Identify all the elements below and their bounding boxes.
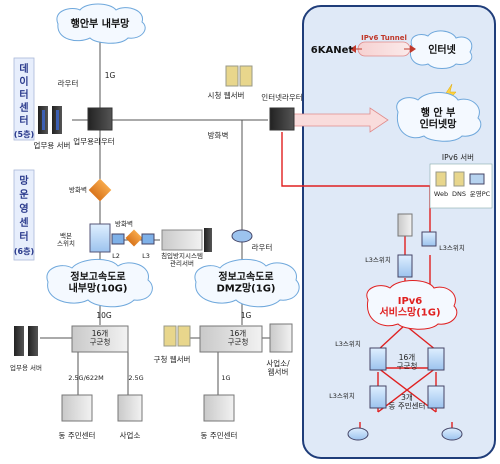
office-webserver-rack <box>269 323 293 353</box>
network-center-label-char: 운 <box>19 189 28 201</box>
internet-link-arrow <box>291 107 389 133</box>
l3-switch-left <box>141 233 155 245</box>
label-l3-switch-a: L3스위치 <box>439 243 465 252</box>
label-city-webserver: 시청 웹서버 <box>208 90 245 100</box>
label-l3: L3 <box>142 252 150 260</box>
label-g1-mid: 1G <box>241 311 252 320</box>
label-business-server-bottom: 업무용 서버 <box>10 363 42 372</box>
data-center-label-char: 터 <box>19 114 28 127</box>
router-mid <box>231 229 253 243</box>
business-servers-bottom <box>14 326 38 356</box>
network-center-label-char: (6층) <box>14 246 34 256</box>
label-dong-center-left: 동 주민센터 <box>59 430 96 440</box>
label-router-top: 라우터 <box>58 79 79 88</box>
l2-switch <box>111 233 125 245</box>
buildings <box>61 394 235 422</box>
label-firewall-center: 방화벽 <box>208 130 229 140</box>
cloud-internet-label: 인터넷 <box>428 43 456 56</box>
label-firewall-mid: 방화벽 <box>115 219 133 228</box>
label-web: Web <box>434 190 448 198</box>
firewall-left <box>88 178 112 202</box>
district-webservers <box>163 325 191 347</box>
label-ipv6-server: IPv6 서버 <box>442 152 474 162</box>
label-link-2-5g: 2.5G <box>128 374 143 382</box>
label-internet-router: 인터넷라우터 <box>261 92 302 102</box>
dong-switch-b <box>441 427 463 441</box>
label-l3-switch-d: L3스위치 <box>329 391 355 400</box>
data-center-label-char: 센 <box>19 101 28 114</box>
label-dns: DNS <box>452 190 466 198</box>
data-center-label-char: 데 <box>19 62 28 75</box>
label-district-webserver: 구청 웹서버 <box>154 354 191 364</box>
data-center-label-char: 터 <box>19 88 28 101</box>
label-l2: L2 <box>112 252 120 260</box>
l3-switch-ring-b <box>427 347 445 371</box>
label-business-router: 업무용라우터 <box>73 137 114 146</box>
kanet-label: 6KANet <box>311 45 354 56</box>
district-switch-mid <box>199 325 263 353</box>
dong-switch-a <box>347 427 369 441</box>
label-firewall-left: 방화벽 <box>69 185 87 194</box>
l3-switch-right-top <box>421 231 437 247</box>
label-dong-center-mid: 동 주민센터 <box>201 430 238 440</box>
data-center-label-char: 이 <box>19 75 28 88</box>
district-switch-left <box>71 325 129 353</box>
ipv6-server-box <box>429 163 493 209</box>
l3-switch-ring-a <box>369 347 387 371</box>
network-center-label-char: 영 <box>19 202 28 215</box>
cloud-top-label: 행안부 내부망 <box>71 17 130 30</box>
connection-lines <box>40 38 270 395</box>
l3-switch-right-mid <box>397 254 413 278</box>
router-top <box>87 107 113 131</box>
label-business-office: 사업소 <box>120 431 141 440</box>
backbone-switch <box>89 223 111 253</box>
label-office-webserver: 사업소/웹서버 <box>266 359 290 377</box>
internet-router <box>269 107 295 131</box>
firewall-right <box>397 213 413 237</box>
label-l3-switch-c: L3스위치 <box>335 339 361 348</box>
mgmt-server <box>161 228 212 252</box>
label-g10: 10G <box>96 311 112 320</box>
label-link-2-5g-622m: 2.5G/622M <box>68 374 104 382</box>
firewall-mid <box>125 229 143 247</box>
ipv6-tunnel: IPv6 Tunnel <box>350 34 416 57</box>
label-router-mid: 라우터 <box>252 243 273 252</box>
data-center-label-char: (5층) <box>14 129 34 139</box>
label-ops-pc: 운영PC <box>470 189 491 198</box>
cloud-top: 행안부 내부망 <box>56 3 146 44</box>
ipv6-tunnel-label: IPv6 Tunnel <box>361 34 407 42</box>
business-servers-top <box>38 106 62 134</box>
l3-switch-ring-c <box>369 385 387 409</box>
label-uplink-1g: 1G <box>105 71 116 80</box>
city-webservers <box>225 65 253 87</box>
cloud-internet: 인터넷 <box>410 30 473 69</box>
label-link-1g-bottom: 1G <box>221 374 230 382</box>
label-business-server: 업무용 서버 <box>34 140 71 150</box>
l3-switch-ring-d <box>427 385 445 409</box>
network-center-label-char: 터 <box>19 230 28 243</box>
network-center-label-char: 센 <box>19 216 28 229</box>
network-center-label-char: 망 <box>19 174 29 187</box>
label-l3-switch-b: L3스위치 <box>365 255 391 264</box>
